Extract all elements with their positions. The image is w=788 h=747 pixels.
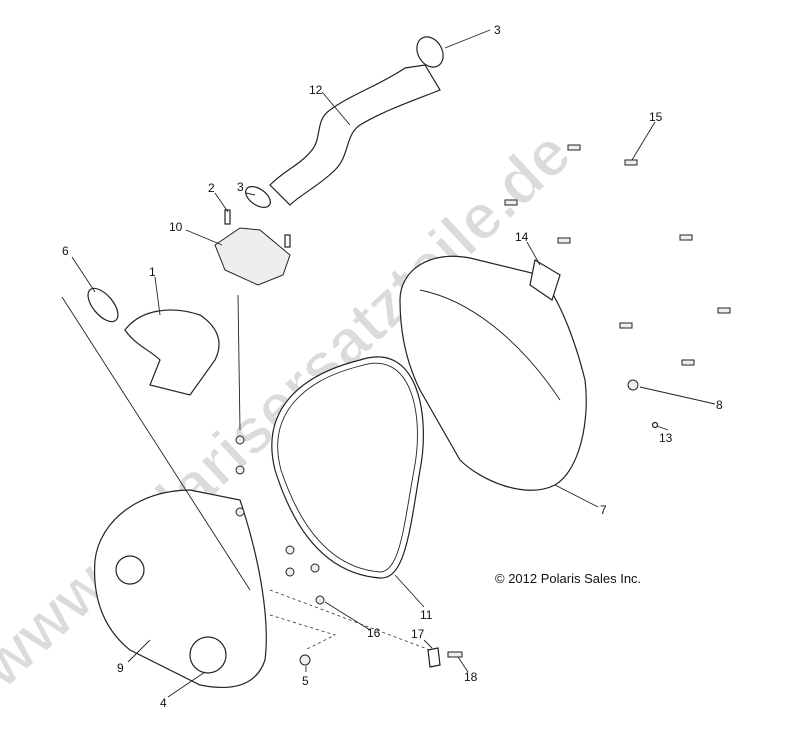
callout-5: 5	[302, 674, 309, 688]
callout-6: 6	[62, 244, 69, 258]
part-9-outer-cover	[93, 489, 267, 689]
part-2-screw-b	[284, 234, 291, 248]
part-3-clamp-top	[416, 36, 444, 68]
part-2-screw	[224, 209, 231, 225]
part-7-inner-cover	[399, 255, 587, 491]
part-3-clamp-mid	[245, 186, 271, 208]
part-12-duct	[269, 64, 441, 206]
part-1-elbow	[124, 309, 220, 396]
callout-14: 14	[515, 230, 529, 244]
callout-2: 2	[208, 181, 215, 195]
callout-1: 1	[149, 265, 156, 279]
part-4-port	[189, 636, 227, 674]
callout-18: 18	[464, 670, 478, 684]
callout-7: 7	[600, 503, 607, 517]
leader-lines	[61, 29, 716, 698]
part-10-housing	[214, 227, 291, 286]
callout-15: 15	[649, 110, 663, 124]
part-14-decal	[529, 259, 561, 301]
fasteners	[235, 144, 731, 668]
callout-16: 16	[367, 626, 381, 640]
callout-3: 3	[494, 23, 501, 37]
callout-12: 12	[309, 83, 323, 97]
callout-8: 8	[716, 398, 723, 412]
callout-9: 9	[117, 661, 124, 675]
callout-3: 3	[237, 180, 244, 194]
callout-4: 4	[160, 696, 167, 710]
copyright-text: © 2012 Polaris Sales Inc.	[495, 571, 641, 586]
callout-13: 13	[659, 431, 673, 445]
callout-11: 11	[420, 608, 433, 622]
callout-10: 10	[169, 220, 183, 234]
callout-17: 17	[411, 627, 425, 641]
part-6-clamp	[87, 287, 119, 323]
part-11-belt	[271, 356, 424, 579]
